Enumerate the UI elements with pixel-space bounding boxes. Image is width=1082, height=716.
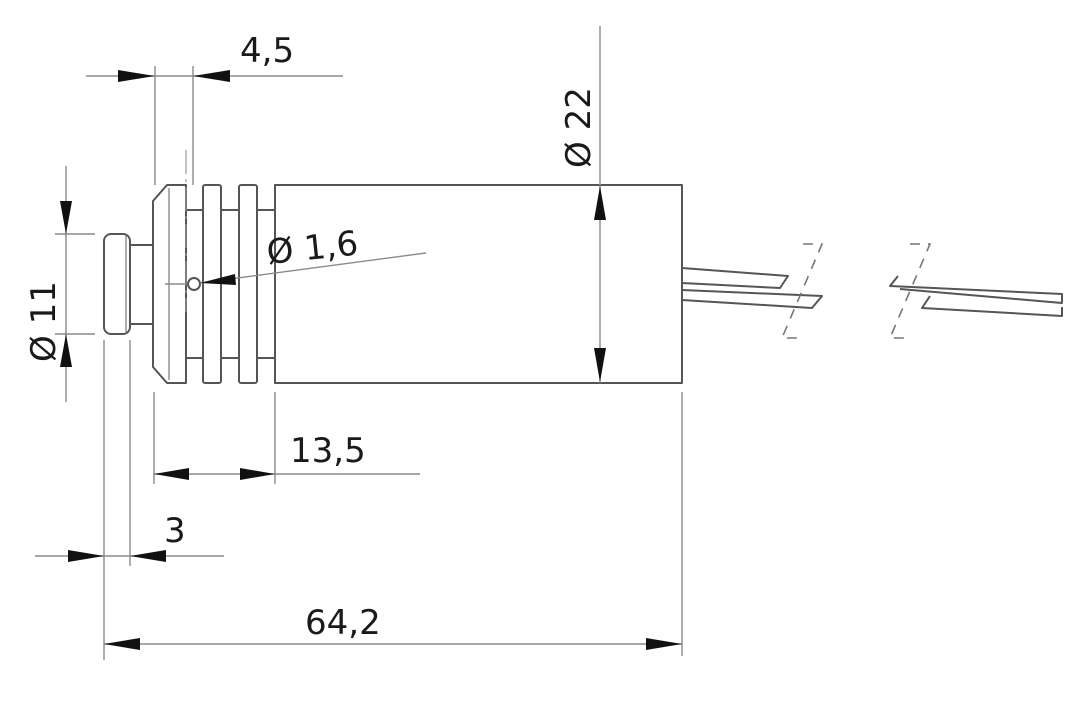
break-lines	[780, 243, 932, 339]
dim-front-cap-length: 3	[35, 340, 224, 660]
front-cap	[103, 233, 131, 335]
dim-overall-length-label: 64,2	[305, 603, 381, 643]
dim-head-length: 13,5	[153, 392, 420, 484]
dim-overall-length: 64,2	[104, 392, 683, 656]
part-outline	[103, 184, 683, 384]
dim-front-diameter-label: Ø 11	[24, 281, 64, 362]
aperture	[187, 277, 201, 291]
dim-aperture: Ø 1,6	[199, 224, 427, 285]
dim-body-diameter: Ø 22	[559, 26, 606, 383]
dim-aperture-label: Ø 1,6	[265, 224, 360, 273]
dim-front-cap-length-label: 3	[164, 511, 186, 551]
dim-head-length-label: 13,5	[290, 431, 366, 471]
dim-body-diameter-label: Ø 22	[559, 87, 599, 168]
dim-fin-pitch-label: 4,5	[240, 31, 294, 71]
dim-fin-pitch: 4,5	[86, 31, 343, 185]
dim-front-diameter: Ø 11	[24, 166, 95, 402]
cable-leads	[681, 267, 1063, 317]
flange	[152, 184, 187, 384]
body-cylinder	[274, 184, 683, 384]
neck	[130, 244, 153, 325]
fin-2	[238, 184, 258, 384]
